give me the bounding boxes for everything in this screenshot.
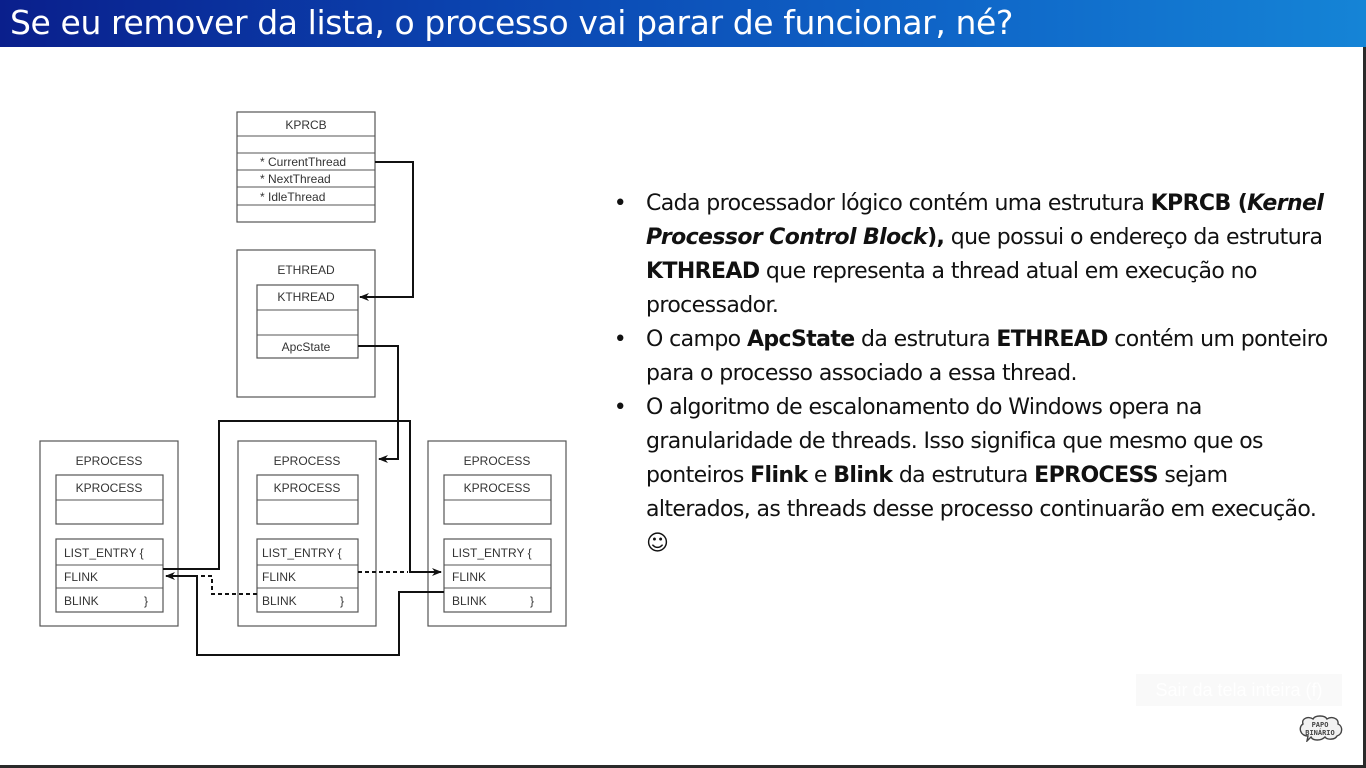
kprcb-structure: KPRCB * CurrentThread * NextThread * Idl… xyxy=(236,111,376,223)
blink-label: BLINK xyxy=(64,594,99,608)
slide-title-bar: Se eu remover da lista, o processo vai p… xyxy=(0,0,1366,47)
bullet-emphasis: Kernel Processor Control Block xyxy=(646,191,1324,250)
kprcb-field-next-thread: * NextThread xyxy=(260,172,331,186)
bullet-text: contém um ponteiro para o processo assoc… xyxy=(646,327,1328,386)
logo-line2: BINÁRIO xyxy=(1305,728,1335,737)
bullet-text: O algoritmo de escalonamento do Windows … xyxy=(646,395,1264,488)
bullet-emphasis: KTHREAD xyxy=(646,259,760,284)
ethread-field-kthread: KTHREAD xyxy=(277,290,335,304)
right-blink-to-left-flink-arrow xyxy=(165,572,444,656)
bullet-dot-icon: • xyxy=(613,395,627,420)
bullet-text: que possui o endereço da estrutura xyxy=(944,225,1323,250)
bullet-text: Cada processador lógico contém uma estru… xyxy=(646,191,1151,216)
bullet-emphasis: EPROCESS xyxy=(1034,463,1159,488)
eprocess-title: EPROCESS xyxy=(76,454,143,468)
bullet-emphasis: Blink xyxy=(833,463,893,488)
bullet-text: e xyxy=(807,463,834,488)
eprocess-title: EPROCESS xyxy=(274,454,341,468)
papo-binario-logo: PAPO BINÁRIO xyxy=(1299,715,1343,742)
current-thread-pointer-arrow xyxy=(359,161,414,301)
eprocess-structure-left: EPROCESS KPROCESS LIST_ENTRY { FLINK BLI… xyxy=(39,440,179,627)
blink-label: BLINK xyxy=(262,594,297,608)
bullet-emphasis: ), xyxy=(927,225,945,250)
bullet-text: ☺ xyxy=(646,531,669,556)
flink-label: FLINK xyxy=(64,570,98,584)
bullet-item: • O campo ApcState da estrutura ETHREAD c… xyxy=(612,323,1332,391)
list-entry-label: LIST_ENTRY { xyxy=(452,546,532,560)
bullet-text: da estrutura xyxy=(892,463,1035,488)
kprocess-label: KPROCESS xyxy=(464,481,531,495)
bullet-dot-icon: • xyxy=(613,191,627,216)
bullet-emphasis: ( xyxy=(1230,191,1248,216)
slide-title: Se eu remover da lista, o processo vai p… xyxy=(10,3,1014,42)
kprocess-label: KPROCESS xyxy=(76,481,143,495)
apcstate-pointer-arrow xyxy=(358,345,399,463)
bullet-dot-icon: • xyxy=(613,327,627,352)
close-brace: } xyxy=(144,594,148,608)
bullet-emphasis: ApcState xyxy=(746,327,855,352)
close-brace: } xyxy=(530,594,534,608)
bullet-emphasis: KPRCB xyxy=(1150,191,1232,216)
kprocess-label: KPROCESS xyxy=(274,481,341,495)
ethread-title: ETHREAD xyxy=(277,263,335,277)
list-entry-label: LIST_ENTRY { xyxy=(64,546,144,560)
window-bottom-border xyxy=(0,765,1366,768)
list-entry-label: LIST_ENTRY { xyxy=(262,546,342,560)
ethread-field-apcstate: ApcState xyxy=(282,340,331,354)
exit-fullscreen-button[interactable]: Sair da tela inteira (f) xyxy=(1136,674,1342,706)
kprcb-title: KPRCB xyxy=(285,118,326,132)
eprocess-structure-right: EPROCESS KPROCESS LIST_ENTRY { FLINK BLI… xyxy=(427,440,567,627)
bullet-list: • Cada processador lógico contém uma estr… xyxy=(612,187,1332,561)
bullet-emphasis: Flink xyxy=(750,463,808,488)
kernel-structures-diagram: KPRCB * CurrentThread * NextThread * Idl… xyxy=(39,111,567,656)
blink-label: BLINK xyxy=(452,594,487,608)
bullet-text: sejam alterados, as threads desse proces… xyxy=(646,463,1317,522)
left-flink-to-right-flink-arrow xyxy=(163,420,442,576)
flink-label: FLINK xyxy=(452,570,486,584)
bullet-text: que representa a thread atual em execuçã… xyxy=(646,259,1257,318)
logo-line1: PAPO xyxy=(1312,721,1329,729)
bullet-emphasis: ETHREAD xyxy=(996,327,1108,352)
middle-blink-dashed-link xyxy=(200,575,257,595)
kprcb-field-idle-thread: * IdleThread xyxy=(260,190,325,204)
bullet-text: da estrutura xyxy=(854,327,997,352)
bullet-item: • Cada processador lógico contém uma estr… xyxy=(612,187,1332,323)
ethread-structure: ETHREAD KTHREAD ApcState xyxy=(236,249,376,398)
flink-label: FLINK xyxy=(262,570,296,584)
kprcb-field-current-thread: * CurrentThread xyxy=(260,155,346,169)
close-brace: } xyxy=(340,594,344,608)
eprocess-title: EPROCESS xyxy=(464,454,531,468)
window-right-border xyxy=(1363,47,1366,768)
eprocess-structure-middle: EPROCESS KPROCESS LIST_ENTRY { FLINK BLI… xyxy=(237,440,377,627)
bullet-item: • O algoritmo de escalonamento do Windows… xyxy=(612,391,1332,561)
bullet-text: O campo xyxy=(646,327,747,352)
